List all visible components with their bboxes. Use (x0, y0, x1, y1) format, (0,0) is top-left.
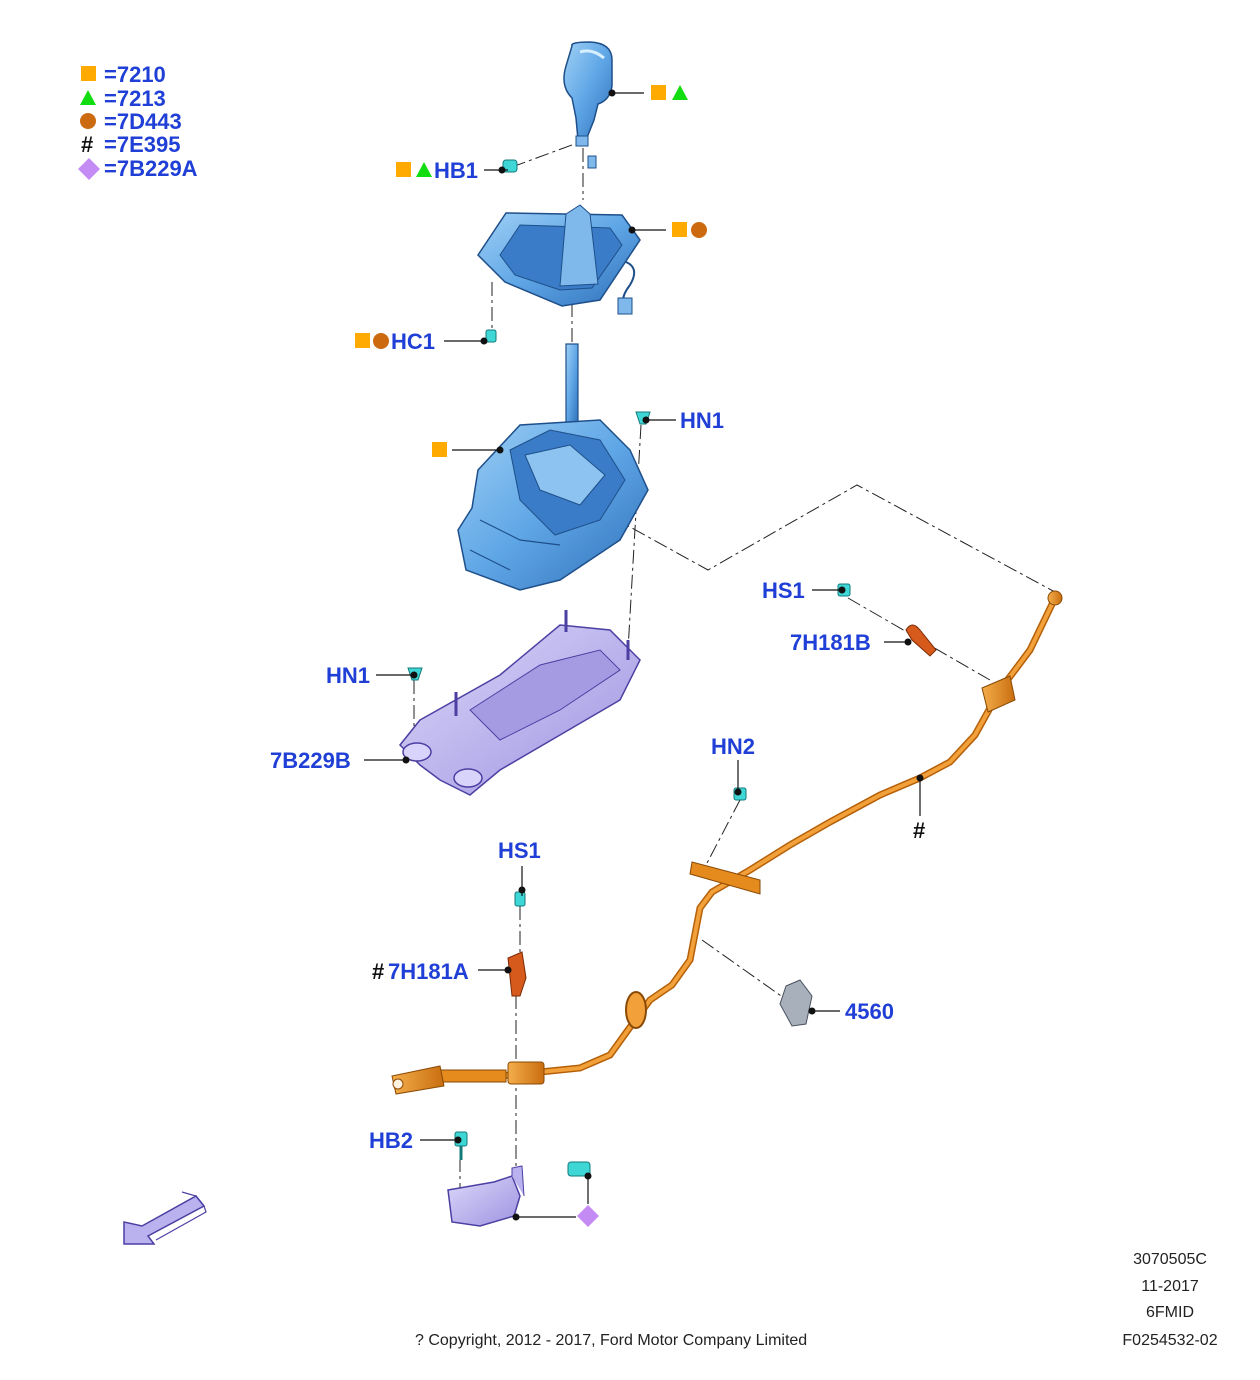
triangle-icon (416, 162, 432, 177)
square-icon (355, 333, 370, 348)
triangle-icon (80, 90, 96, 105)
cable-bracket (447, 1165, 525, 1227)
legend-code: =7E395 (104, 132, 180, 157)
legend-item-7d443: =7D443 (80, 109, 182, 134)
cable-fittings (391, 590, 1063, 1095)
mounting-base (398, 610, 641, 796)
legend: =7210 =7213 =7D443 # =7E395 =7B229A (78, 62, 198, 181)
legend-item-7b229a: =7B229A (78, 156, 198, 181)
label-7b229b: 7B229B (270, 748, 351, 773)
shift-lever-assembly (457, 343, 649, 591)
copyright-notice: ? Copyright, 2012 - 2017, Ford Motor Com… (415, 1332, 808, 1349)
label-hn1-left: HN1 (326, 663, 370, 688)
direction-arrow-icon (123, 1191, 207, 1245)
label-cable-hash: # (913, 818, 925, 843)
circle-icon (80, 113, 96, 129)
label-hb1: HB1 (434, 158, 478, 183)
legend-item-7210: =7210 (81, 62, 166, 87)
part-labels: HB1 HC1 HN1 HN1 7B229B HS1 7H181B HN2 # … (270, 158, 925, 1153)
triangle-icon (672, 85, 688, 100)
drawing-code: 3070505C (1133, 1251, 1207, 1268)
drawing-date: 11-2017 (1141, 1278, 1199, 1295)
legend-code: =7B229A (104, 156, 198, 181)
label-hb2: HB2 (369, 1128, 413, 1153)
circle-icon (691, 222, 707, 238)
legend-item-7213: =7213 (80, 86, 166, 111)
legend-code: =7210 (104, 62, 166, 87)
label-hc1: HC1 (391, 329, 435, 354)
square-icon (672, 222, 687, 237)
square-icon (81, 66, 96, 81)
legend-code: =7D443 (104, 109, 182, 134)
callout-symbols (355, 85, 707, 1227)
label-hn2: HN2 (711, 734, 755, 759)
diamond-icon (577, 1205, 599, 1227)
shift-bezel (477, 204, 641, 315)
hash-icon: # (81, 132, 93, 157)
legend-item-7e395: # =7E395 (81, 132, 180, 157)
leader-dots (402, 89, 924, 1221)
label-4560: 4560 (845, 999, 894, 1024)
figure-number: F0254532-02 (1122, 1332, 1218, 1349)
label-7h181b: 7H181B (790, 630, 871, 655)
label-hash-prefix: # (372, 959, 384, 984)
label-7h181a: 7H181A (388, 959, 469, 984)
circle-icon (373, 333, 389, 349)
drawing-model: 6FMID (1146, 1304, 1194, 1321)
square-icon (651, 85, 666, 100)
diamond-icon (78, 158, 100, 180)
label-hs1-right: HS1 (762, 578, 805, 603)
square-icon (396, 162, 411, 177)
label-hn1-top: HN1 (680, 408, 724, 433)
leader-lines (364, 92, 921, 1218)
label-hs1-lower: HS1 (498, 838, 541, 863)
legend-code: =7213 (104, 86, 166, 111)
square-icon (432, 442, 447, 457)
gear-shift-knob (563, 41, 613, 169)
